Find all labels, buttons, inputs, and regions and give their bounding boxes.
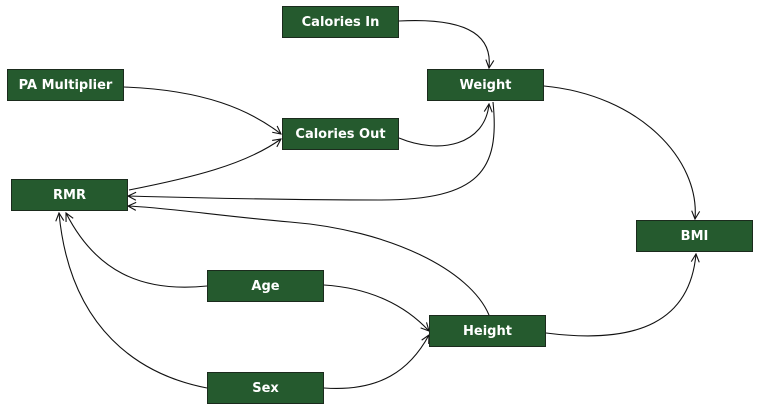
edge-height-to-bmi <box>545 254 696 337</box>
edge-calories-out-to-weight <box>398 104 489 147</box>
edge-weight-to-bmi <box>543 85 695 219</box>
node-weight: Weight <box>427 69 544 101</box>
edge-age-to-rmr <box>66 213 208 288</box>
edge-rmr-to-calories-out <box>128 139 281 191</box>
node-height: Height <box>429 315 546 347</box>
node-sex: Sex <box>207 372 324 404</box>
node-age: Age <box>207 270 324 302</box>
node-bmi: BMI <box>636 220 753 252</box>
edge-calories-in-to-weight <box>398 19 489 68</box>
node-pa-multiplier: PA Multiplier <box>7 69 124 101</box>
node-calories-in: Calories In <box>282 6 399 38</box>
edge-sex-to-height <box>323 335 429 390</box>
edge-height-to-rmr <box>128 206 490 316</box>
edge-weight-to-rmr <box>128 101 495 200</box>
node-rmr: RMR <box>11 179 128 211</box>
edge-sex-to-rmr <box>59 213 208 389</box>
edge-age-to-height <box>323 284 429 331</box>
node-calories-out: Calories Out <box>282 118 399 150</box>
edge-pa-multiplier-to-calories-out <box>123 86 281 134</box>
